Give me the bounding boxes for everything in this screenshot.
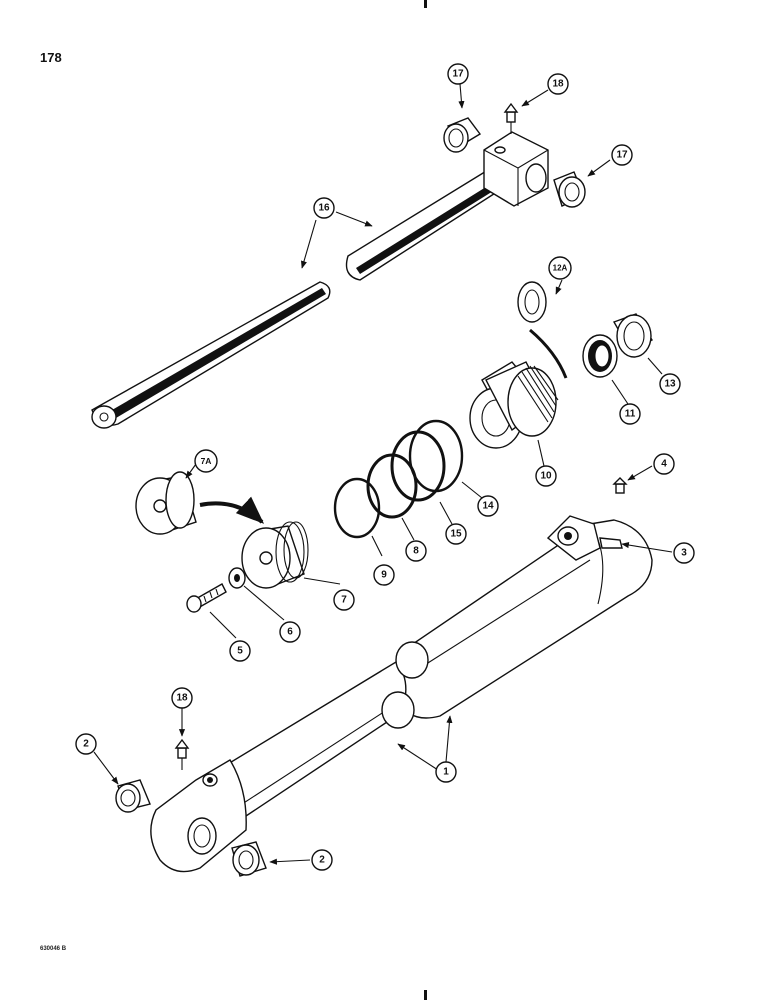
svg-text:8: 8 bbox=[413, 546, 419, 557]
svg-text:5: 5 bbox=[237, 646, 243, 657]
wear-ring-8 bbox=[366, 453, 418, 519]
bushing-upper-right bbox=[553, 171, 586, 208]
piston-rod bbox=[91, 131, 549, 429]
callout-18-upper: 18 bbox=[547, 73, 569, 95]
cylinder-gland-10 bbox=[469, 361, 559, 449]
callout-13: 13 bbox=[659, 373, 681, 395]
callout-2-left: 2 bbox=[75, 733, 97, 755]
callout-7: 7 bbox=[333, 589, 355, 611]
svg-text:7: 7 bbox=[341, 595, 347, 606]
piston-bolt-5 bbox=[186, 583, 227, 613]
svg-text:17: 17 bbox=[452, 69, 464, 80]
curved-arrow-12a bbox=[529, 328, 568, 379]
callout-10: 10 bbox=[535, 465, 557, 487]
grease-fitting-upper bbox=[503, 102, 519, 134]
washer-6 bbox=[228, 567, 246, 589]
svg-text:9: 9 bbox=[381, 570, 387, 581]
svg-text:11: 11 bbox=[625, 409, 636, 420]
callout-4: 4 bbox=[653, 453, 675, 475]
replacement-arrow bbox=[199, 496, 265, 524]
svg-text:4: 4 bbox=[661, 459, 667, 470]
callout-17-upper-right: 17 bbox=[611, 144, 633, 166]
illustration-reference-code: 630046 B bbox=[40, 946, 67, 952]
bottom-edge-mark bbox=[424, 990, 427, 1000]
svg-text:7A: 7A bbox=[201, 456, 212, 466]
bleed-plug-4 bbox=[612, 477, 628, 494]
callout-1: 1 bbox=[435, 761, 457, 783]
svg-text:14: 14 bbox=[482, 501, 494, 512]
callout-9: 9 bbox=[373, 564, 395, 586]
callout-8: 8 bbox=[405, 540, 427, 562]
callout-14: 14 bbox=[477, 495, 499, 517]
cylinder-barrel bbox=[150, 515, 653, 873]
callout-6: 6 bbox=[279, 621, 301, 643]
callout-11: 11 bbox=[619, 403, 641, 425]
callout-5: 5 bbox=[229, 640, 251, 662]
svg-text:16: 16 bbox=[318, 203, 330, 214]
backup-ring-12a bbox=[517, 281, 547, 323]
callout-16: 16 bbox=[313, 197, 335, 219]
svg-text:17: 17 bbox=[616, 150, 628, 161]
callout-12a: 12A bbox=[548, 256, 572, 280]
callout-7a: 7A bbox=[194, 449, 218, 473]
svg-text:18: 18 bbox=[176, 693, 188, 704]
svg-text:3: 3 bbox=[681, 548, 687, 559]
svg-text:10: 10 bbox=[540, 471, 552, 482]
bushing-lower-left bbox=[115, 779, 151, 813]
piston-7a bbox=[135, 471, 197, 535]
callout-15: 15 bbox=[445, 523, 467, 545]
bushing-lower-right bbox=[231, 841, 267, 877]
rod-wiper-13 bbox=[612, 313, 654, 358]
bushing-upper-left bbox=[443, 117, 482, 153]
callout-17-upper-left: 17 bbox=[447, 63, 469, 85]
callout-18-lower: 18 bbox=[171, 687, 193, 709]
grease-fitting-lower bbox=[174, 738, 190, 770]
port-fitting-3 bbox=[599, 537, 623, 549]
seal-ring-9 bbox=[333, 477, 381, 539]
svg-text:15: 15 bbox=[450, 529, 462, 540]
svg-text:2: 2 bbox=[319, 855, 325, 866]
backup-ring-15 bbox=[390, 430, 446, 502]
svg-text:13: 13 bbox=[664, 379, 676, 390]
leader-lines bbox=[93, 83, 673, 865]
svg-text:6: 6 bbox=[287, 627, 293, 638]
callout-3: 3 bbox=[673, 542, 695, 564]
svg-text:12A: 12A bbox=[553, 264, 568, 273]
svg-text:1: 1 bbox=[443, 767, 449, 778]
piston-7 bbox=[241, 521, 309, 589]
svg-text:18: 18 bbox=[552, 79, 564, 90]
svg-text:2: 2 bbox=[83, 739, 89, 750]
page-number: 178 bbox=[40, 50, 62, 65]
callout-2-right: 2 bbox=[311, 849, 333, 871]
top-edge-mark bbox=[424, 0, 427, 8]
rod-seal-11 bbox=[582, 334, 618, 378]
